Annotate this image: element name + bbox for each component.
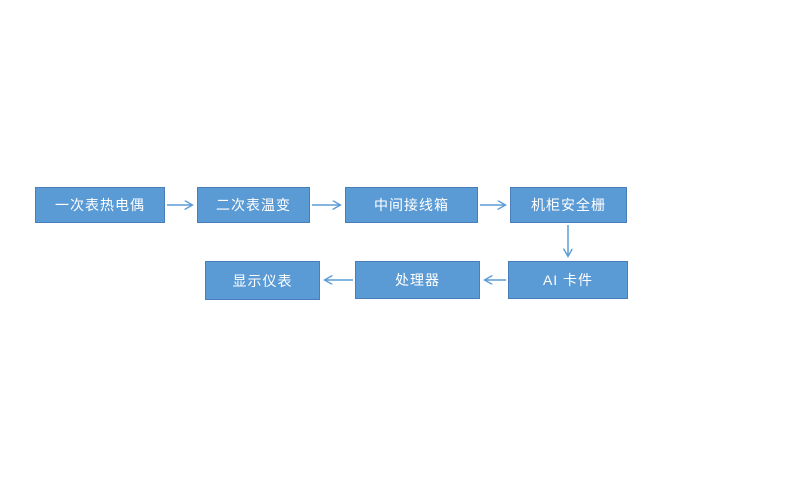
node-primary-thermocouple: 一次表热电偶 <box>35 187 165 223</box>
node-ai-card: AI 卡件 <box>508 261 628 299</box>
node-junction-box: 中间接线箱 <box>345 187 478 223</box>
node-cabinet-safety-barrier: 机柜安全栅 <box>510 187 627 223</box>
node-display-instrument: 显示仪表 <box>205 261 320 300</box>
node-secondary-transmitter: 二次表温变 <box>197 187 310 223</box>
node-processor: 处理器 <box>355 261 480 299</box>
